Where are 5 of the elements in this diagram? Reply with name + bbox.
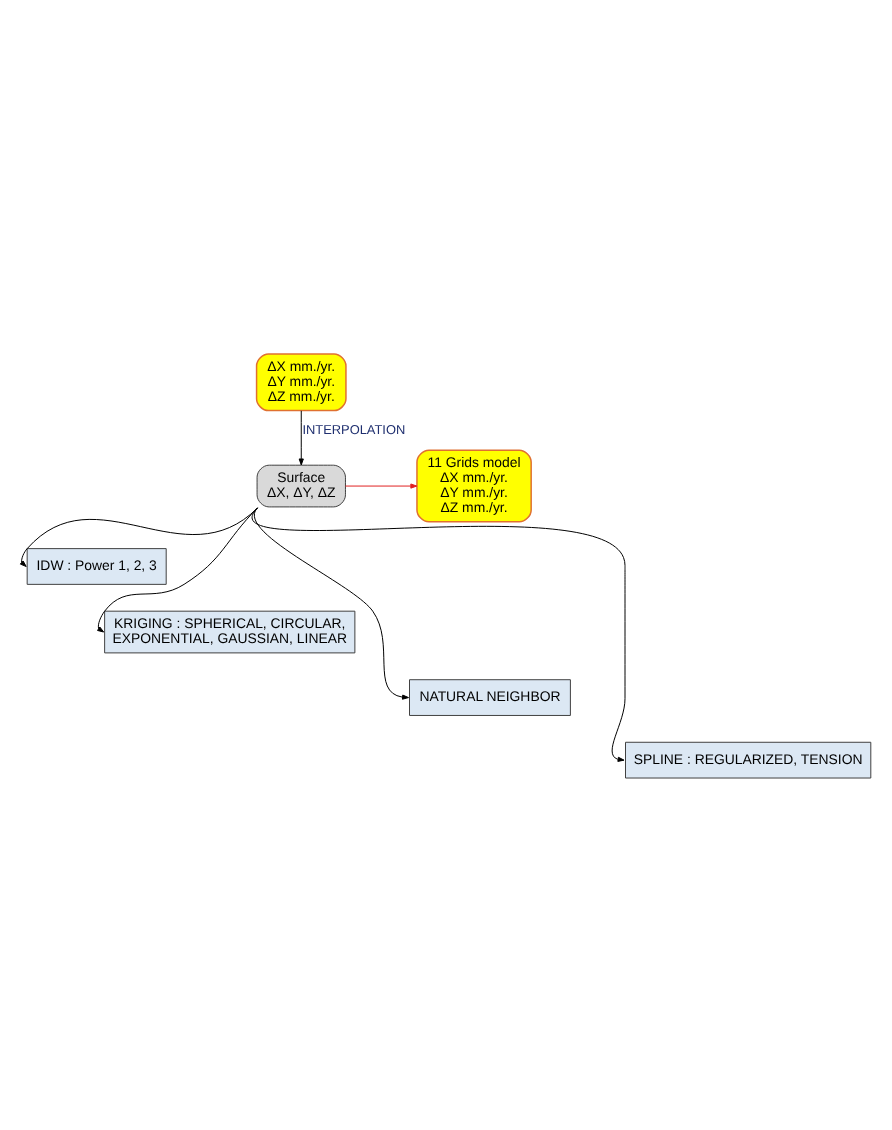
arrow <box>298 409 304 465</box>
arrow <box>344 482 418 488</box>
arrow <box>252 506 626 761</box>
arrow <box>253 506 409 699</box>
arrow <box>97 506 259 632</box>
